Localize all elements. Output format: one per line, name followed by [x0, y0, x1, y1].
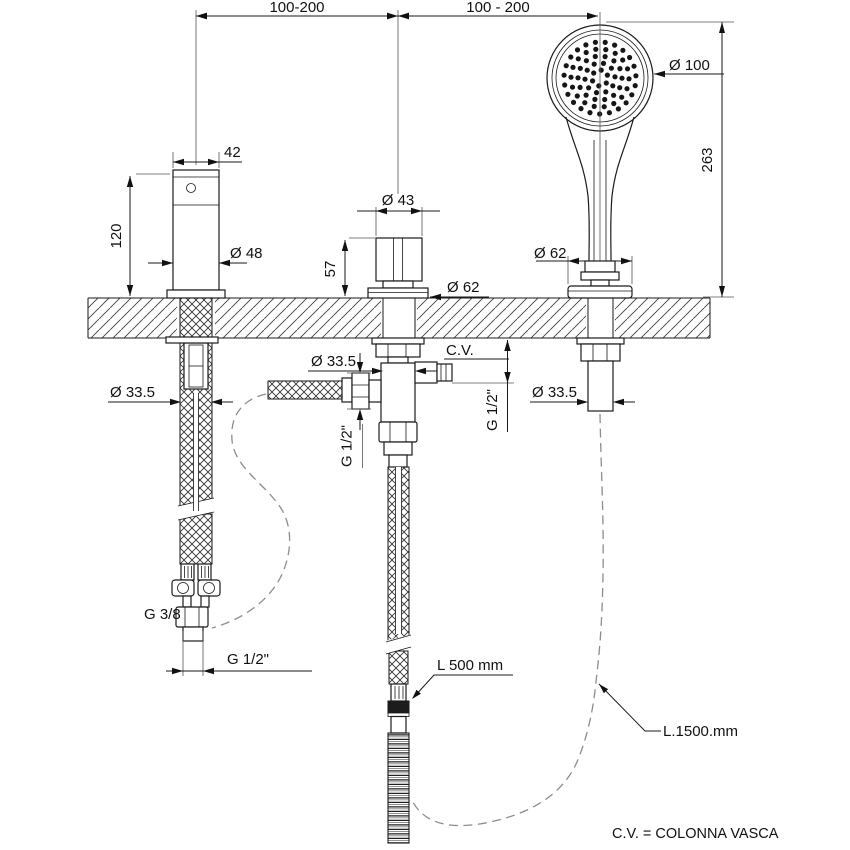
dim-span-left: 100-200 — [269, 0, 324, 16]
dim-shower-height: 263 — [699, 147, 716, 172]
dim-knob-diameter: Ø 43 — [382, 192, 415, 209]
supply-hose-nuts — [171, 563, 221, 608]
dim-shower-hose-length: L.1500.mm — [663, 723, 738, 740]
shower-holder — [567, 260, 633, 299]
dim-mixer-base-diameter: Ø 62 — [447, 279, 480, 296]
dim-supply-nut-thread: G 3/8 — [144, 606, 181, 623]
inlet-port — [267, 372, 382, 410]
mixer-valve — [267, 298, 453, 844]
dim-supply-hose-length: L 500 mm — [437, 657, 503, 674]
dim-inlet-thread: G 1/2" — [339, 425, 356, 467]
dimension-labels: 100-200 100 - 200 263 42 120 Ø 48 Ø 43 5… — [108, 0, 779, 842]
dim-spout-width: 42 — [224, 144, 241, 161]
center-hose — [385, 466, 412, 844]
dim-supply-outlet-thread: G 1/2" — [227, 651, 269, 668]
dimensions — [108, 10, 734, 732]
inlet-hose-routing-path — [211, 393, 291, 629]
hand-shower — [546, 12, 654, 412]
corrugated-hose — [387, 732, 410, 844]
dim-spout-height: 120 — [108, 223, 125, 248]
supply-connector-block — [175, 606, 209, 642]
label-column-outlet: C.V. — [446, 342, 474, 359]
legend-text: C.V. = COLONNA VASCA — [612, 826, 779, 842]
dim-spout-shank-diameter: Ø 33.5 — [110, 384, 155, 401]
dim-mixer-shank-diameter: Ø 33.5 — [311, 353, 356, 370]
dim-knob-height: 57 — [322, 261, 339, 278]
dim-holder-shank-diameter: Ø 33.5 — [532, 384, 577, 401]
spout-supply-assembly — [165, 297, 221, 642]
spout — [166, 169, 226, 299]
dim-head-diameter: Ø 100 — [669, 57, 710, 74]
spray-dots — [561, 39, 639, 117]
dim-column-thread: G 1/2" — [484, 389, 501, 431]
dim-spout-diameter: Ø 48 — [230, 245, 263, 262]
spout-aerator-hole — [186, 183, 196, 193]
dim-span-right: 100 - 200 — [466, 0, 529, 16]
spout-shank — [165, 336, 219, 390]
valve-lower-adapters — [378, 421, 418, 468]
holder-shank — [576, 298, 625, 412]
shower-hose-routing-path — [410, 413, 604, 827]
mixer-handle — [367, 237, 429, 299]
dim-holder-base-diameter: Ø 62 — [534, 245, 567, 262]
